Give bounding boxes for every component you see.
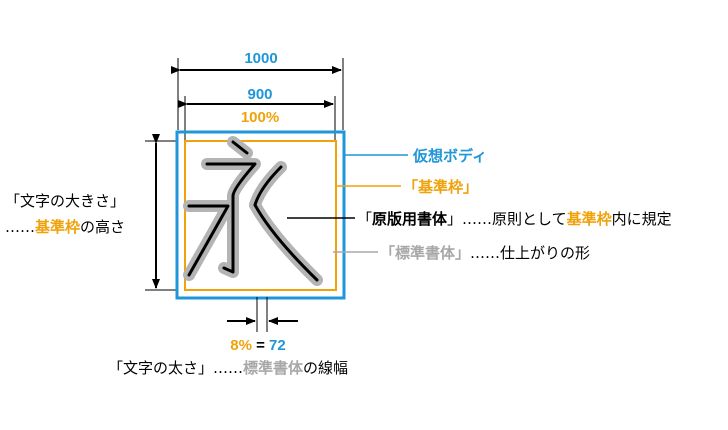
label-hyojun: 「標準書体」……仕上がりの形 (380, 244, 590, 262)
label-genpan: 「原版用書体」……原則として基準枠内に規定 (357, 210, 672, 228)
dimension-height (145, 134, 178, 291)
label-size-line1: 「文字の大きさ」 (5, 192, 125, 210)
virtual-body-frame (175, 130, 346, 300)
glyph-original (187, 140, 319, 282)
dimension-900: 900 100% (178, 86, 336, 142)
label-virtual-body: 仮想ボディ (412, 147, 487, 165)
standard-frame (184, 140, 337, 291)
dimension-stroke-width (227, 297, 298, 332)
label-size-line2: ……基準枠の高さ (5, 218, 125, 236)
label-weight-desc: 「文字の太さ」……標準書体の線幅 (108, 359, 348, 377)
label-weight-value: 8% = 72 (230, 337, 285, 354)
dimension-percent-label: 100% (241, 109, 279, 126)
dimension-1000: 1000 (171, 50, 344, 130)
label-kijunwaku: 「基準枠」 (403, 178, 478, 196)
dimension-1000-label: 1000 (244, 50, 277, 67)
dimension-900-label: 900 (247, 86, 272, 103)
